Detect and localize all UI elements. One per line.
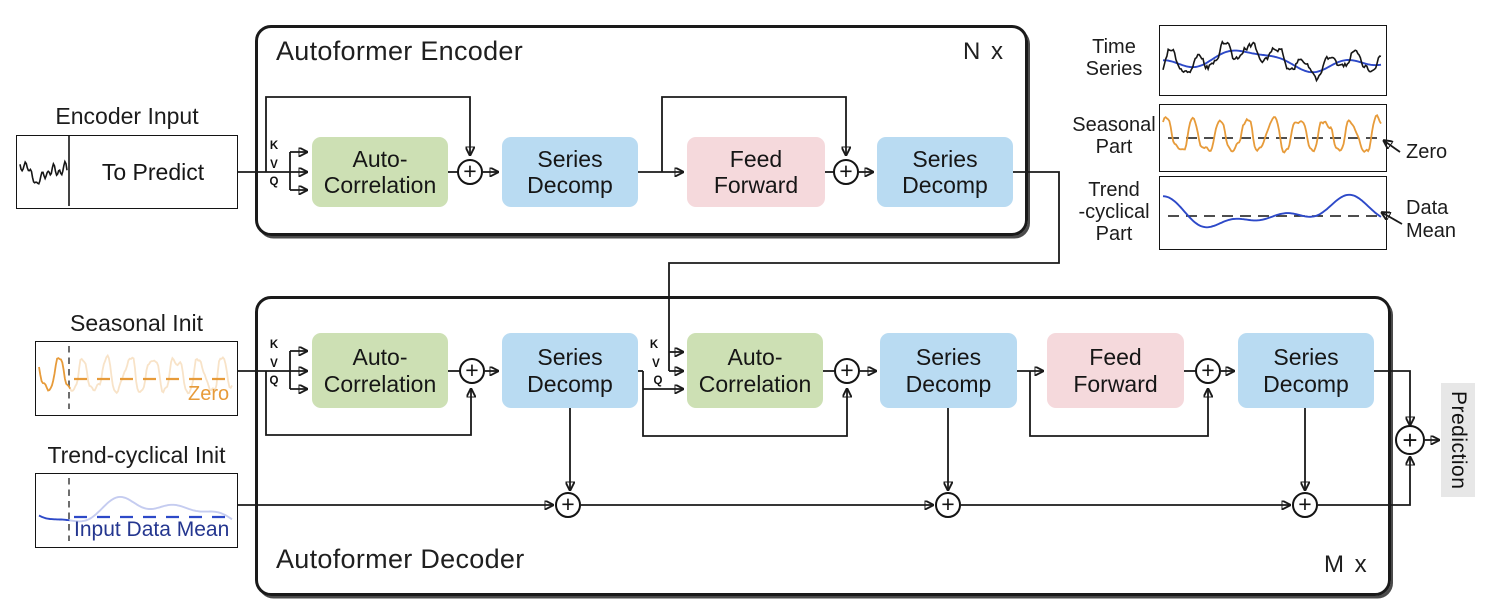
decoder-series-decomp-2-block: Series Decomp — [880, 333, 1017, 408]
encoder-add-2: + — [833, 159, 859, 185]
final-add: + — [1395, 425, 1425, 455]
decoder-k-label-2: K — [649, 339, 659, 351]
trend-add-2: + — [935, 492, 961, 518]
seasonal-part-label: Seasonal Part — [1072, 114, 1156, 158]
seasonal-part-plot — [1159, 104, 1387, 172]
to-predict-label: To Predict — [101, 158, 205, 185]
decoder-k-label-1: K — [269, 339, 279, 351]
prediction-label: Prediction — [1441, 383, 1475, 497]
encoder-k-label: K — [269, 140, 279, 152]
encoder-series-decomp-1-block: Series Decomp — [502, 137, 638, 207]
seasonal-init-box — [35, 341, 238, 416]
trend-init-title: Trend-cyclical Init — [47, 442, 226, 468]
decoder-q-label-1: Q — [269, 375, 279, 387]
decoder-add-1: + — [459, 358, 485, 384]
encoder-v-label: V — [270, 159, 278, 171]
seasonal-init-zero-annotation: Zero — [188, 383, 230, 405]
encoder-feed-forward-block: Feed Forward — [687, 137, 825, 207]
trend-part-plot — [1159, 176, 1387, 250]
trend-init-box — [35, 473, 238, 548]
decoder-series-decomp-3-block: Series Decomp — [1238, 333, 1374, 408]
trend-init-mean-annotation: Input Data Mean — [74, 518, 230, 541]
seasonal-init-sketch — [38, 346, 233, 409]
decoder-feed-forward-block: Feed Forward — [1047, 333, 1184, 408]
decoder-series-decomp-1-block: Series Decomp — [502, 333, 638, 408]
decoder-repeat-label: M x — [1324, 551, 1369, 578]
encoder-title: Autoformer Encoder — [276, 36, 524, 66]
time-series-plot — [1159, 25, 1387, 96]
decoder-auto-correlation-2-block: Auto- Correlation — [687, 333, 823, 408]
time-series-sketch — [1162, 40, 1382, 83]
encoder-series-decomp-2-block: Series Decomp — [877, 137, 1013, 207]
decoder-auto-correlation-1-block: Auto- Correlation — [312, 333, 448, 408]
encoder-add-1: + — [457, 159, 483, 185]
encoder-repeat-label: N x — [963, 38, 1005, 65]
trend-part-label: Trend -cyclical Part — [1078, 179, 1150, 245]
trend-part-sketch — [1162, 193, 1382, 229]
decoder-v-label-1: V — [270, 358, 278, 370]
encoder-input-title: Encoder Input — [55, 103, 199, 129]
time-series-label: Time Series — [1085, 36, 1143, 80]
decoder-v-label-2: V — [652, 358, 660, 370]
trend-add-1: + — [555, 492, 581, 518]
encoder-box — [255, 25, 1028, 236]
encoder-input-sketch — [19, 136, 70, 206]
seasonal-part-sketch — [1162, 114, 1382, 154]
seasonal-init-title: Seasonal Init — [70, 310, 203, 336]
decoder-add-2: + — [834, 358, 860, 384]
decoder-q-label-2: Q — [653, 375, 663, 387]
encoder-q-label: Q — [269, 176, 279, 188]
trend-add-3: + — [1292, 492, 1318, 518]
data-mean-annotation: Data Mean — [1406, 197, 1457, 242]
decoder-add-3: + — [1195, 358, 1221, 384]
trend-init-sketch — [38, 478, 233, 541]
zero-annotation: Zero — [1406, 141, 1448, 163]
decoder-title: Autoformer Decoder — [276, 544, 525, 574]
encoder-auto-correlation-block: Auto- Correlation — [312, 137, 448, 207]
encoder-input-box — [16, 135, 238, 209]
